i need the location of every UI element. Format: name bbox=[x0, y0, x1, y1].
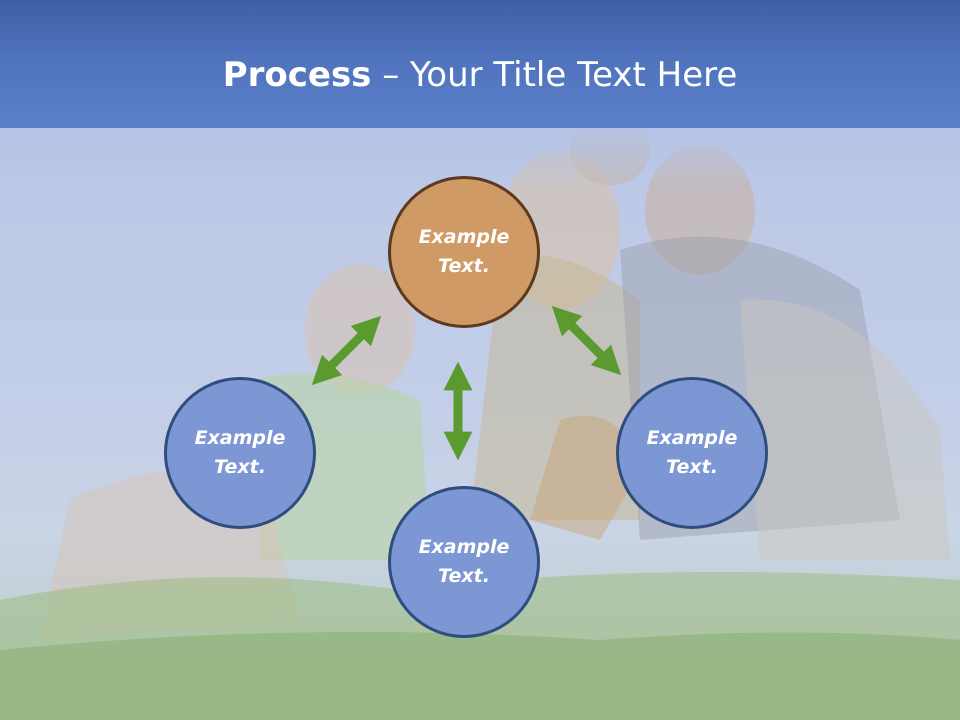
slide-title: Process – Your Title Text Here bbox=[0, 52, 960, 98]
arrow-top-right bbox=[551, 305, 622, 376]
node-left-circle: Example Text. bbox=[164, 377, 316, 529]
node-left-text: Example Text. bbox=[194, 427, 286, 478]
node-right-circle: Example Text. bbox=[616, 377, 768, 529]
title-rest: – Your Title Text Here bbox=[371, 55, 738, 95]
title-bold: Process bbox=[222, 55, 372, 95]
node-top-text: Example Text. bbox=[418, 226, 510, 277]
arrow-left-top bbox=[311, 315, 382, 386]
title-bar bbox=[0, 0, 960, 128]
node-bottom-circle: Example Text. bbox=[388, 486, 540, 638]
node-bottom-text: Example Text. bbox=[418, 536, 510, 587]
node-top-circle: Example Text. bbox=[388, 176, 540, 328]
node-right-text: Example Text. bbox=[646, 427, 738, 478]
